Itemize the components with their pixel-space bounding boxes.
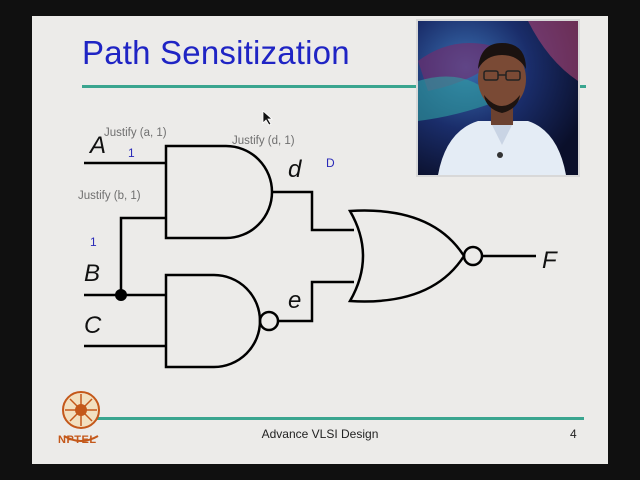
wire-b-branch xyxy=(119,216,166,295)
annotation-justify-a: Justify (a, 1) xyxy=(104,127,167,139)
mouse-cursor-icon xyxy=(262,110,274,126)
slide: Path Sensitization A xyxy=(32,16,608,464)
annotation-value-b: 1 xyxy=(90,235,97,249)
logic-circuit-diagram: A B C d e F Justify (a, 1) Justify (d, 1… xyxy=(78,127,558,369)
nptel-logo-icon xyxy=(62,391,100,442)
footer-course-title: Advance VLSI Design xyxy=(261,427,379,441)
label-f: F xyxy=(542,247,558,274)
nand-bubble xyxy=(258,310,280,332)
annotation-justify-d: Justify (d, 1) xyxy=(232,135,295,147)
junction-dot xyxy=(115,289,127,301)
annotation-value-d: D xyxy=(326,156,335,170)
label-d: d xyxy=(288,156,302,183)
page-number: 4 xyxy=(570,427,577,441)
label-a: A xyxy=(88,132,106,159)
nor-bubble xyxy=(462,245,484,267)
label-c: C xyxy=(84,312,102,339)
nand-gate xyxy=(164,273,262,369)
and-gate xyxy=(164,144,274,240)
label-b: B xyxy=(84,260,100,287)
annotation-justify-b: Justify (b, 1) xyxy=(78,190,141,202)
title-divider xyxy=(82,85,586,88)
wire-d xyxy=(272,190,354,232)
presenter-image xyxy=(418,21,578,175)
wire-e xyxy=(278,280,354,323)
nor-gate xyxy=(347,209,466,303)
footer-divider xyxy=(90,417,584,420)
slide-title: Path Sensitization xyxy=(82,34,350,71)
logo-text: NPTEL xyxy=(58,434,97,446)
label-e: e xyxy=(288,287,301,314)
presenter-video xyxy=(416,19,580,177)
annotation-value-a: 1 xyxy=(128,146,135,160)
